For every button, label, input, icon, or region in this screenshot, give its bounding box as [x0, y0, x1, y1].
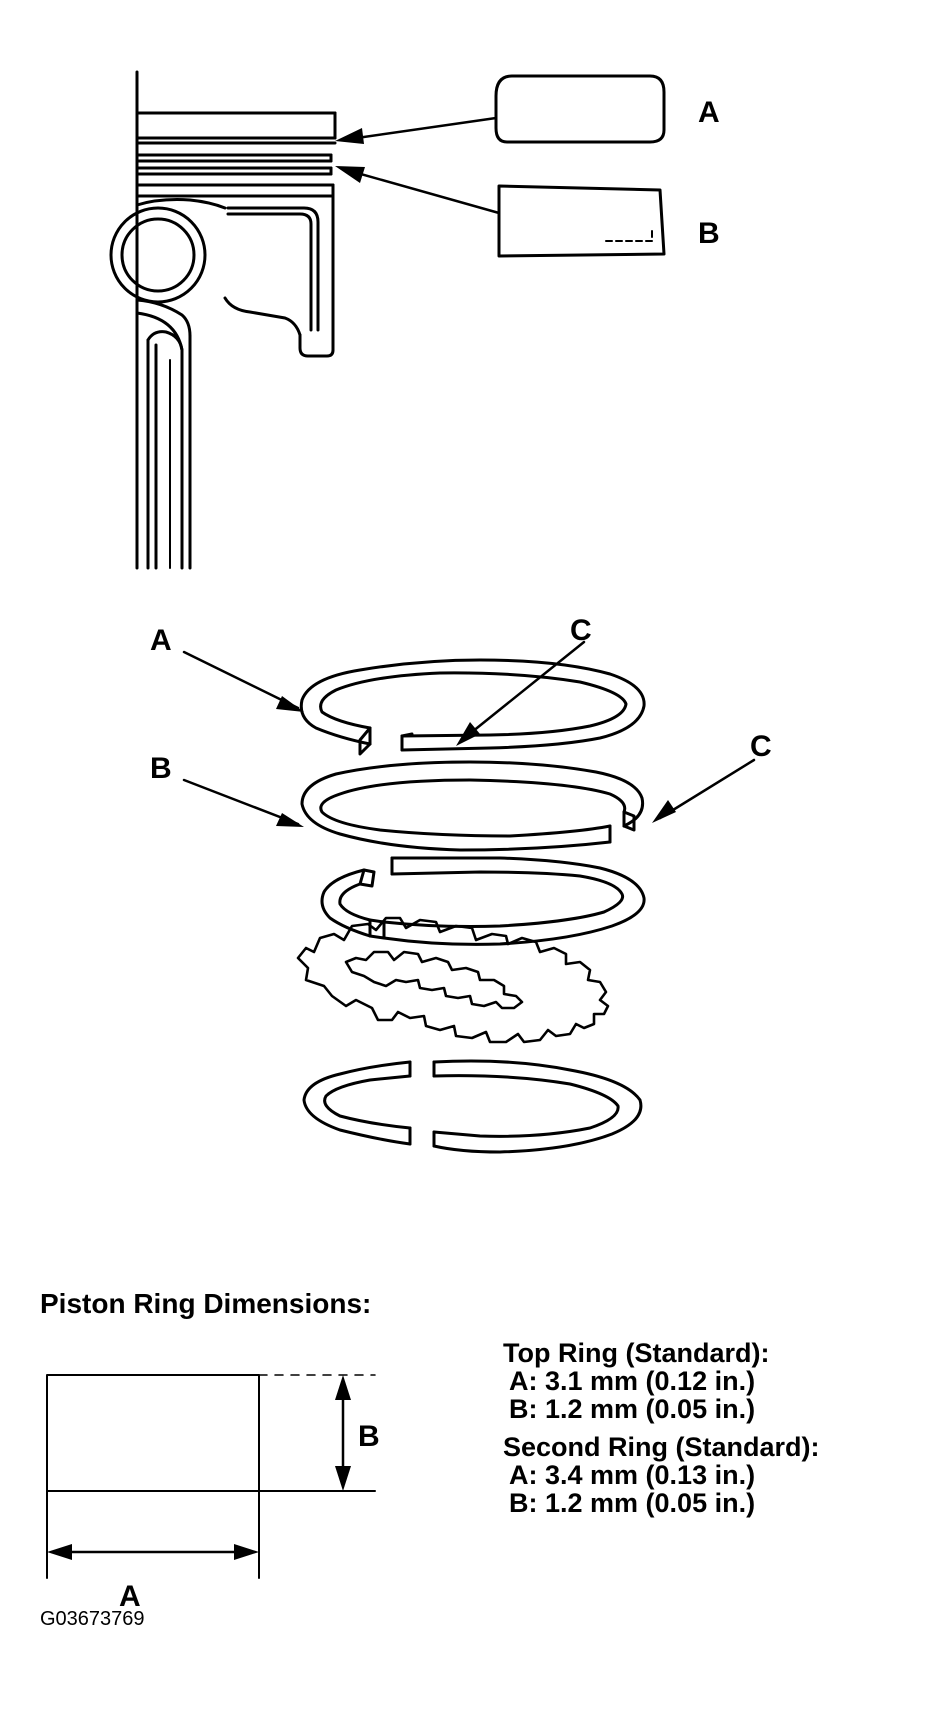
second-ring-b-value: B: 1.2 mm (0.05 in.): [509, 1488, 756, 1518]
oil-ring-upper-rail: [320, 856, 646, 946]
dimensions-heading: Piston Ring Dimensions:: [40, 1288, 372, 1319]
top-ring-spec: Top Ring (Standard): A: 3.1 mm (0.12 in.…: [503, 1339, 820, 1423]
callout-c-second: C: [750, 730, 772, 763]
dimension-label-b: B: [358, 1420, 380, 1453]
top-ring-title: Top Ring (Standard):: [503, 1338, 770, 1368]
callout-a-upper: A: [698, 96, 720, 129]
dimension-label-a: A: [119, 1580, 141, 1613]
ring-profile-b: [335, 166, 666, 258]
oil-ring-expander: [296, 916, 610, 1044]
ring-specifications: Top Ring (Standard): A: 3.1 mm (0.12 in.…: [503, 1339, 820, 1517]
callout-b-ring: B: [150, 752, 172, 785]
leader-lines: [182, 640, 756, 827]
second-ring-title: Second Ring (Standard):: [503, 1432, 820, 1462]
figure-code: G03673769: [40, 1608, 145, 1630]
top-ring: [299, 658, 646, 756]
second-ring-spec: Second Ring (Standard): A: 3.4 mm (0.13 …: [503, 1433, 820, 1517]
ring-cross-section-diagram: [46, 1374, 376, 1579]
callout-c-top: C: [570, 614, 592, 647]
callout-a-ring: A: [150, 624, 172, 657]
oil-ring-lower-rail: [302, 1059, 643, 1154]
callout-b-upper: B: [698, 217, 720, 250]
second-ring-a-value: A: 3.4 mm (0.13 in.): [509, 1460, 756, 1490]
piston-illustration: [109, 70, 337, 570]
top-ring-a-value: A: 3.1 mm (0.12 in.): [509, 1366, 756, 1396]
ring-profile-a: [335, 74, 666, 144]
second-ring: [300, 760, 645, 852]
top-ring-b-value: B: 1.2 mm (0.05 in.): [509, 1394, 756, 1424]
